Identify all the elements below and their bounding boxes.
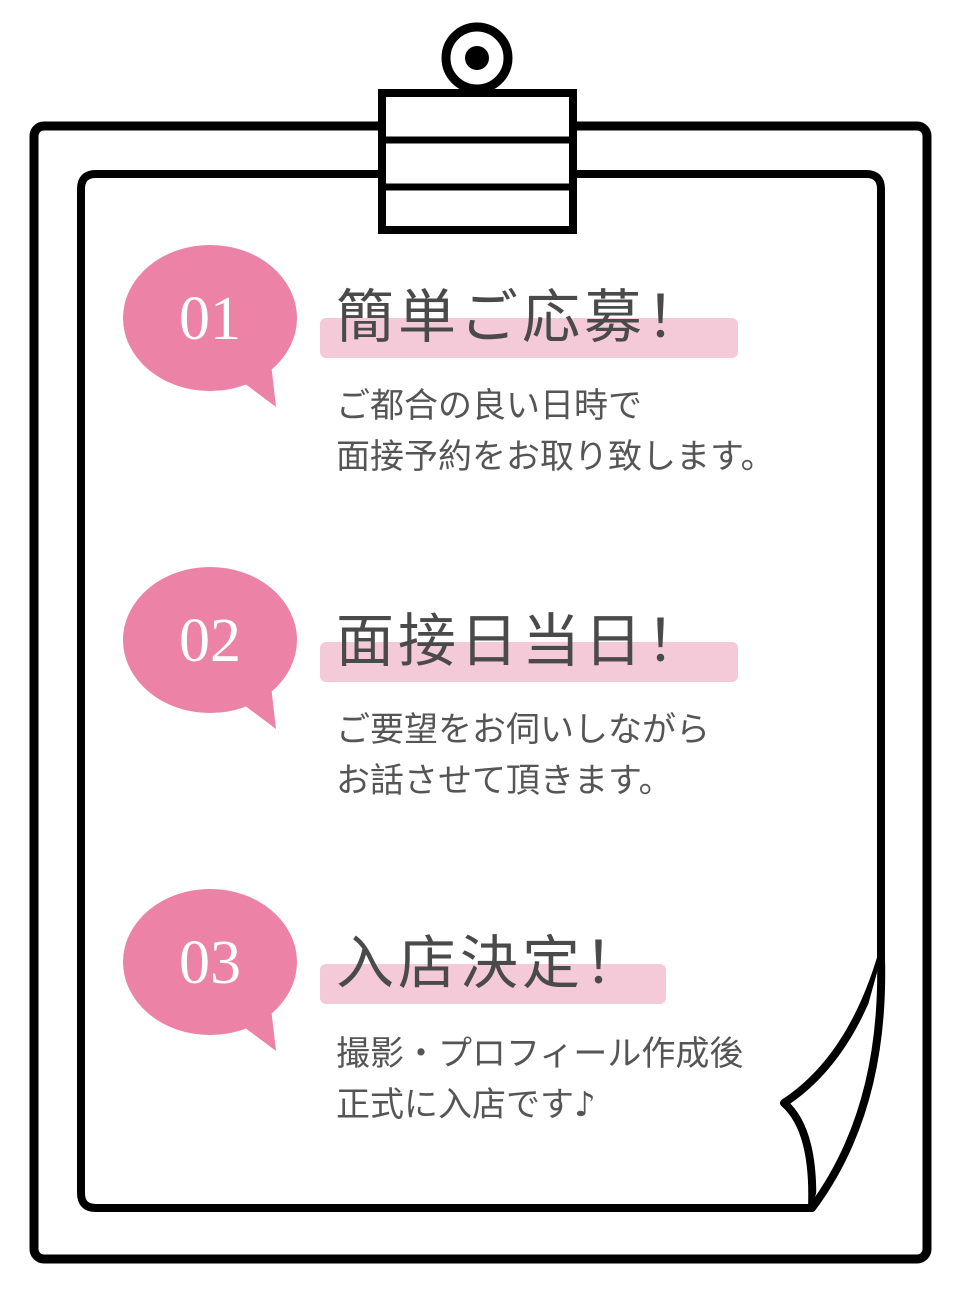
title-highlight bbox=[320, 964, 666, 1004]
clip-body bbox=[378, 89, 577, 234]
description-line: 撮影・プロフィール作成後 bbox=[336, 1034, 744, 1074]
speech-bubble-03 bbox=[123, 889, 297, 1051]
step-number: 01 bbox=[179, 285, 241, 353]
step-title: 簡単ご応募！ bbox=[336, 283, 709, 351]
title-highlight bbox=[320, 642, 738, 682]
speech-bubble-02 bbox=[123, 567, 297, 729]
step-description: ご都合の良い日時で 面接予約をお取り致します。 bbox=[336, 381, 775, 483]
step-description: ご要望をお伺いしながら お話させて頂きます。 bbox=[336, 705, 710, 807]
speech-bubble-01 bbox=[123, 245, 297, 407]
description-line: ご要望をお伺いしながら bbox=[336, 710, 710, 750]
description-line: 正式に入店です♪ bbox=[336, 1085, 596, 1125]
description-line: 面接予約をお取り致します。 bbox=[336, 437, 775, 477]
step-number: 02 bbox=[179, 607, 241, 675]
title-highlight bbox=[320, 318, 738, 358]
step-number: 03 bbox=[179, 929, 241, 997]
step-title: 入店決定！ bbox=[336, 929, 647, 997]
paper-curl bbox=[808, 957, 886, 1211]
description-line: ご都合の良い日時で bbox=[336, 386, 642, 426]
step-description: 撮影・プロフィール作成後 正式に入店です♪ bbox=[336, 1029, 743, 1131]
clip-hole bbox=[465, 46, 489, 70]
step-title: 面接日当日！ bbox=[336, 607, 709, 675]
description-line: お話させて頂きます。 bbox=[336, 761, 673, 801]
